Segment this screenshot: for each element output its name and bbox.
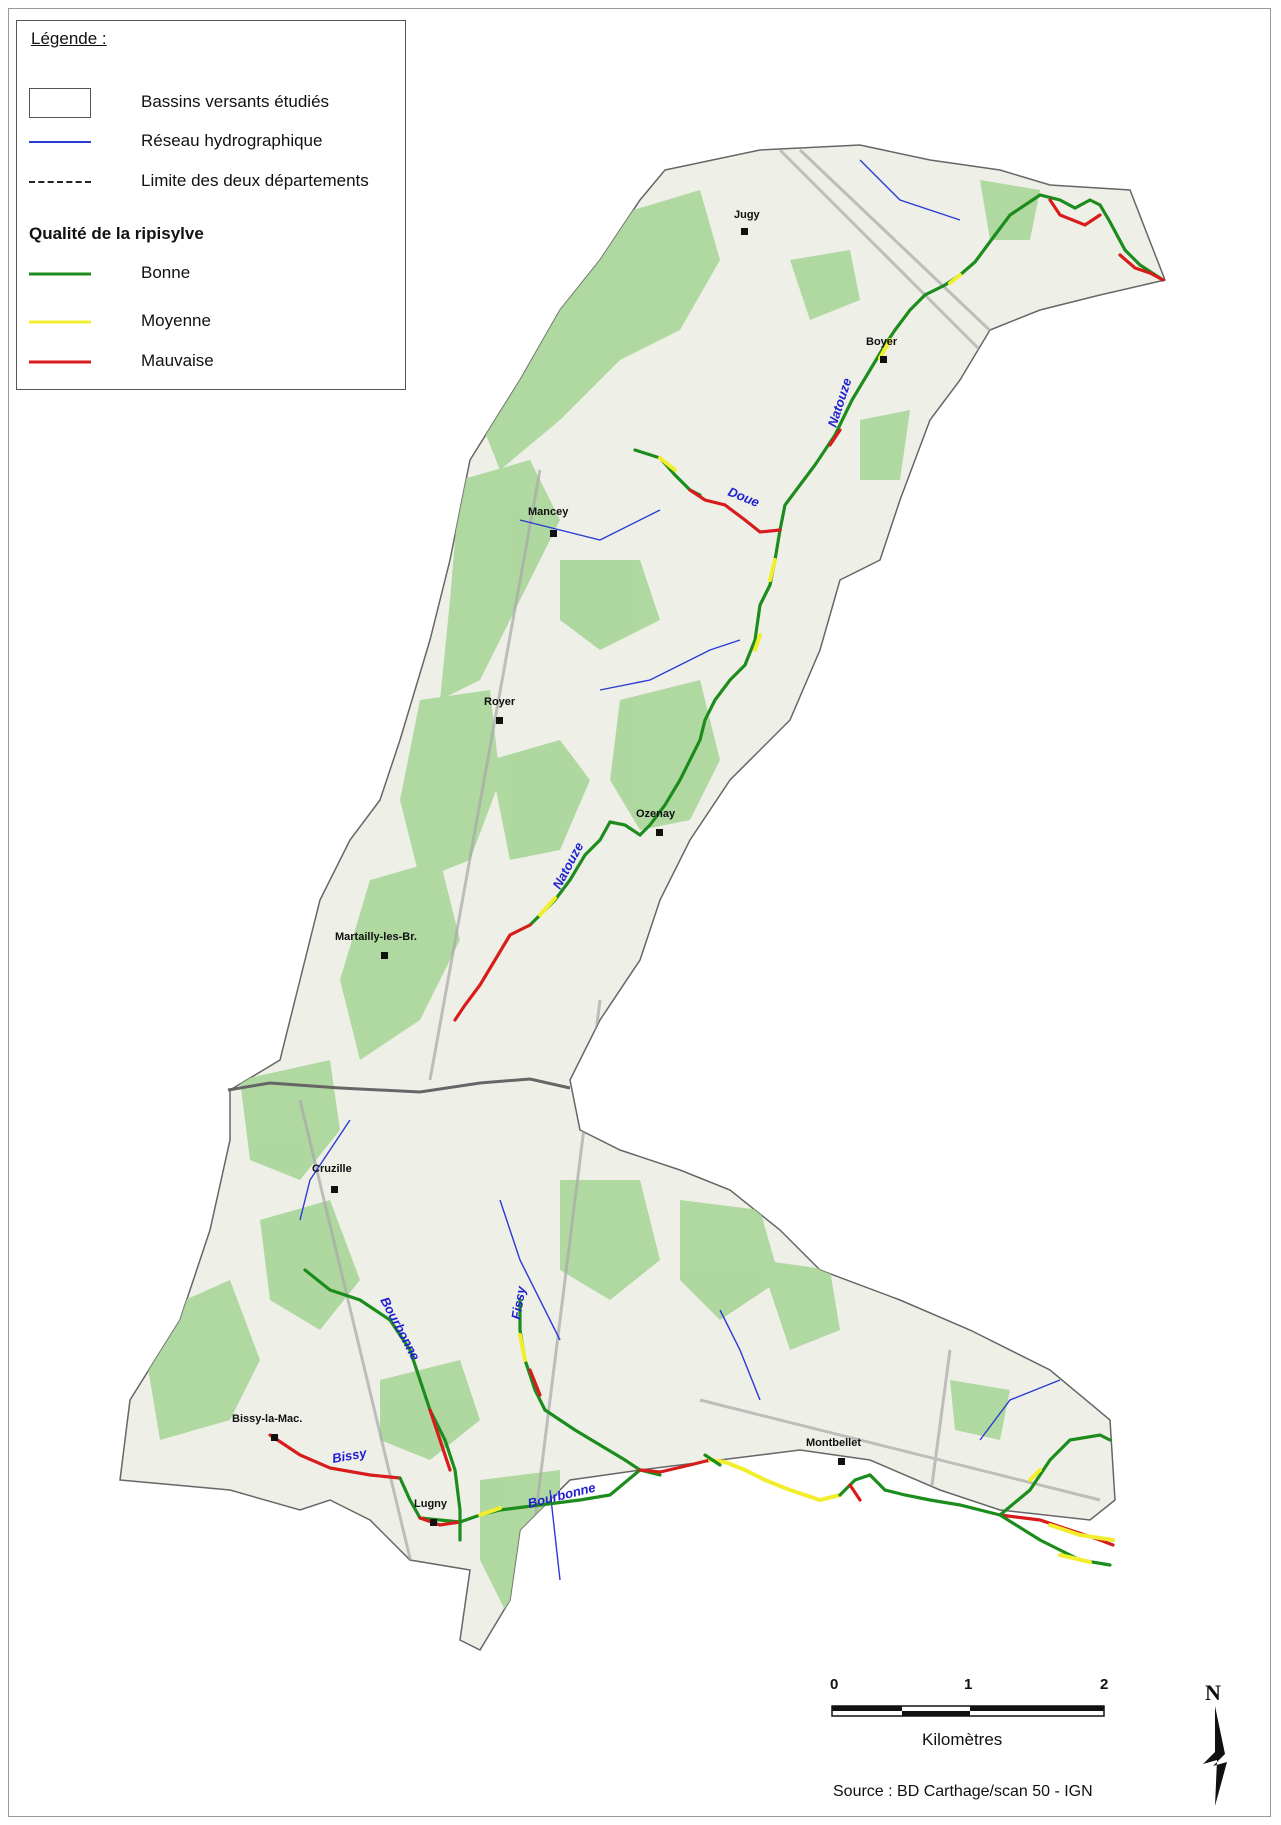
north-arrow-icon (1203, 1706, 1227, 1806)
town-label-mancey: Mancey (528, 506, 569, 518)
river-label-fissy: Fissy (508, 1284, 529, 1320)
bad-line-icon (29, 360, 91, 364)
legend-item-good: Bonne (29, 259, 399, 289)
forest-areas (140, 180, 1040, 1620)
scale-unit-label: Kilomètres (922, 1730, 1003, 1749)
good-line-icon (29, 272, 91, 276)
basin-outline (119, 144, 1167, 1651)
town-label-ozenay: Ozenay (636, 808, 676, 820)
scale-tick-1: 1 (964, 1676, 973, 1693)
legend-item-label: Réseau hydrographique (141, 131, 323, 150)
legend-item-label: Limite des deux départements (141, 171, 369, 190)
town-label-montbellet: Montbellet (806, 1437, 861, 1449)
town-label-jugy: Jugy (734, 209, 761, 221)
ripisylve-segments (268, 193, 1165, 1567)
town-label-bissy: Bissy-la-Mac. (232, 1413, 302, 1425)
legend-item-hydro: Réseau hydrographique (29, 127, 399, 157)
source-text: Source : BD Carthage/scan 50 - IGN (833, 1783, 1093, 1800)
town-markers (271, 228, 887, 1526)
hydro-line-icon (29, 141, 91, 143)
legend-item-bad: Mauvaise (29, 347, 399, 377)
legend-item-basins: Bassins versants étudiés (29, 88, 399, 118)
legend-item-label: Moyenne (141, 311, 211, 330)
north-letter: N (1205, 1680, 1221, 1705)
department-limit (227, 1077, 571, 1094)
town-label-boyer: Boyer (866, 336, 898, 348)
dashed-line-icon (29, 181, 91, 183)
scale-tick-2: 2 (1100, 1676, 1109, 1693)
legend-item-department-limit: Limite des deux départements (29, 167, 399, 197)
town-label-cruzille: Cruzille (312, 1163, 352, 1175)
legend: Légende : Bassins versants étudiés Résea… (16, 20, 406, 390)
scale-tick-0: 0 (830, 1676, 839, 1693)
north-arrow: N (1195, 1680, 1235, 1806)
town-label-lugny: Lugny (414, 1498, 448, 1510)
legend-item-label: Bonne (141, 263, 191, 282)
town-label-martailly: Martailly-les-Br. (335, 931, 417, 943)
legend-title: Légende : (31, 29, 107, 48)
legend-item-medium: Moyenne (29, 307, 399, 337)
scale-bar: 0 1 2 Kilomètres (830, 1670, 1120, 1760)
legend-item-label: Mauvaise (141, 351, 214, 370)
river-label-bissy: Bissy (331, 1445, 369, 1466)
town-label-royer: Royer (484, 696, 516, 708)
quality-heading: Qualité de la ripisylve (29, 224, 204, 243)
basin-box-icon (29, 88, 91, 118)
medium-line-icon (29, 320, 91, 324)
legend-item-label: Bassins versants étudiés (141, 92, 330, 111)
scale-bar-graphic (831, 1705, 1105, 1717)
hydro-network (299, 159, 1061, 1581)
